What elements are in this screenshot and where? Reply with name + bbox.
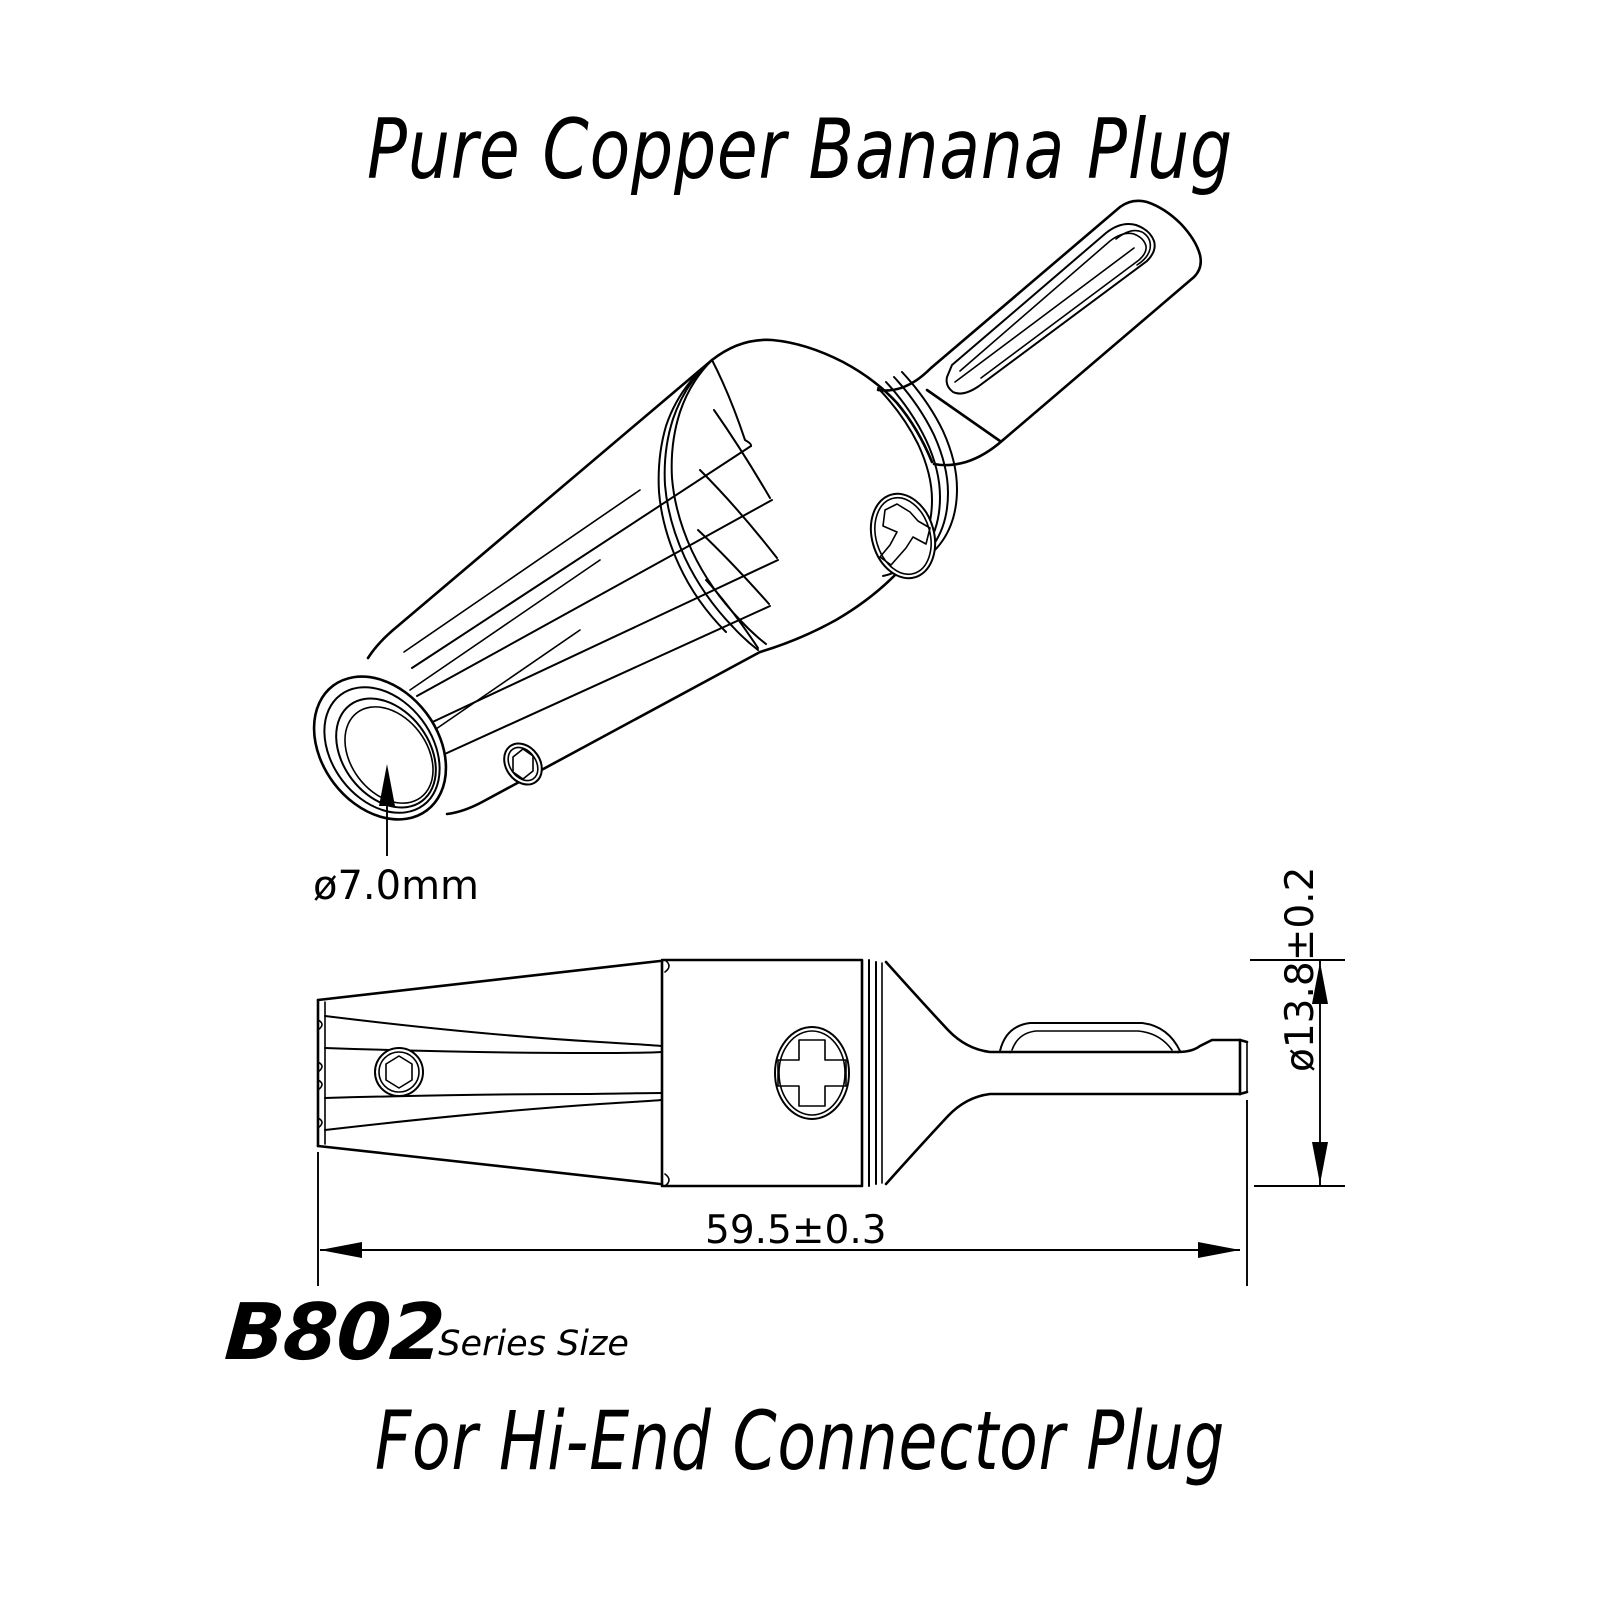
cable-entry-bore	[312, 675, 448, 821]
page-title: Pure Copper Banana Plug	[367, 101, 1233, 198]
page-subtitle: For Hi-End Connector Plug	[374, 1395, 1226, 1489]
leader-arrow-icon	[379, 764, 395, 806]
pin-and-shoulder-elevation	[884, 960, 1249, 1186]
phillips-screw-elevation-icon	[774, 1026, 850, 1120]
banana-pin-isometric	[925, 199, 1203, 443]
length-dimension	[317, 1100, 1248, 1286]
dimension-arrow-icon	[1198, 1242, 1240, 1258]
overall-length-label: 59.5±0.3	[705, 1208, 887, 1253]
fluted-barrel-elevation	[316, 959, 663, 1186]
hex-socket-screw-icon	[503, 742, 543, 786]
diameter-dimension	[1250, 959, 1345, 1187]
dimension-arrow-icon	[1312, 962, 1328, 1004]
shoulder-transition-isometric	[876, 366, 1005, 467]
cylindrical-body-elevation	[660, 958, 883, 1188]
series-block: B802Series Size	[222, 1288, 631, 1378]
fluted-barrel-isometric	[366, 358, 779, 816]
dimension-arrow-icon	[1312, 1142, 1328, 1184]
phillips-screw-icon	[869, 492, 937, 580]
dimension-arrow-icon	[320, 1242, 362, 1258]
hex-socket-screw-elevation-icon	[374, 1047, 424, 1097]
bore-leader-line	[379, 764, 395, 856]
body-diameter-label: ø13.8±0.2	[1278, 866, 1323, 1072]
series-label: Series Size	[438, 1324, 629, 1364]
series-code: B802	[222, 1288, 447, 1378]
bore-diameter-label: ø7.0mm	[313, 863, 480, 909]
